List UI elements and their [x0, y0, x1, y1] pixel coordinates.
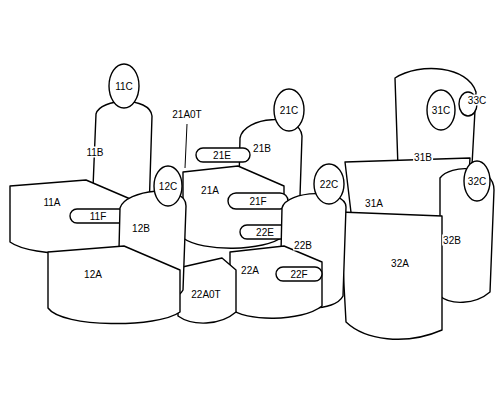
- seat-cushion: [340, 212, 442, 339]
- seat-back: [395, 69, 476, 168]
- headrest: [314, 164, 344, 204]
- seat-cushion: [230, 246, 322, 318]
- callout-number: 12A: [83, 269, 103, 280]
- callout-number: 11B: [85, 147, 104, 158]
- callout-number: 21B: [252, 143, 272, 154]
- callout-number: 12B: [131, 223, 151, 234]
- headrest: [109, 64, 139, 108]
- callout-number: 22A0T: [190, 289, 221, 300]
- callout-number: 33C: [467, 95, 487, 106]
- headrest: [464, 161, 490, 201]
- callout-number: 11C: [114, 81, 134, 92]
- armrest: [228, 193, 288, 209]
- leader-line: [185, 124, 187, 168]
- callout-number: 12C: [158, 181, 178, 192]
- callout-number: 32C: [467, 176, 487, 187]
- callout-number: 21E: [212, 150, 232, 161]
- callout-number: 22F: [289, 269, 308, 280]
- callout-number: 22A: [240, 265, 260, 276]
- callout-number: 31B: [413, 152, 433, 163]
- callout-number: 32B: [442, 235, 462, 246]
- headrest: [427, 90, 455, 130]
- headrest: [154, 166, 182, 206]
- callout-number: 11A: [42, 197, 61, 208]
- armrest: [70, 209, 126, 223]
- callout-number: 32A: [390, 258, 410, 269]
- callout-number: 22B: [293, 240, 313, 251]
- callout-number: 22E: [255, 227, 275, 238]
- callout-number: 31A: [364, 198, 384, 209]
- seat-cushion: [48, 246, 180, 324]
- callout-number: 31C: [431, 105, 451, 116]
- callout-number: 21C: [279, 105, 299, 116]
- headrest: [274, 89, 304, 131]
- callout-number: 11F: [89, 211, 108, 222]
- ottoman: [178, 258, 236, 323]
- armrest: [196, 148, 250, 162]
- callout-number: 21A: [200, 185, 220, 196]
- callout-number: 21F: [248, 196, 267, 207]
- armrest: [276, 267, 322, 281]
- callout-number: 22C: [319, 179, 339, 190]
- callout-number: 21A0T: [171, 109, 202, 120]
